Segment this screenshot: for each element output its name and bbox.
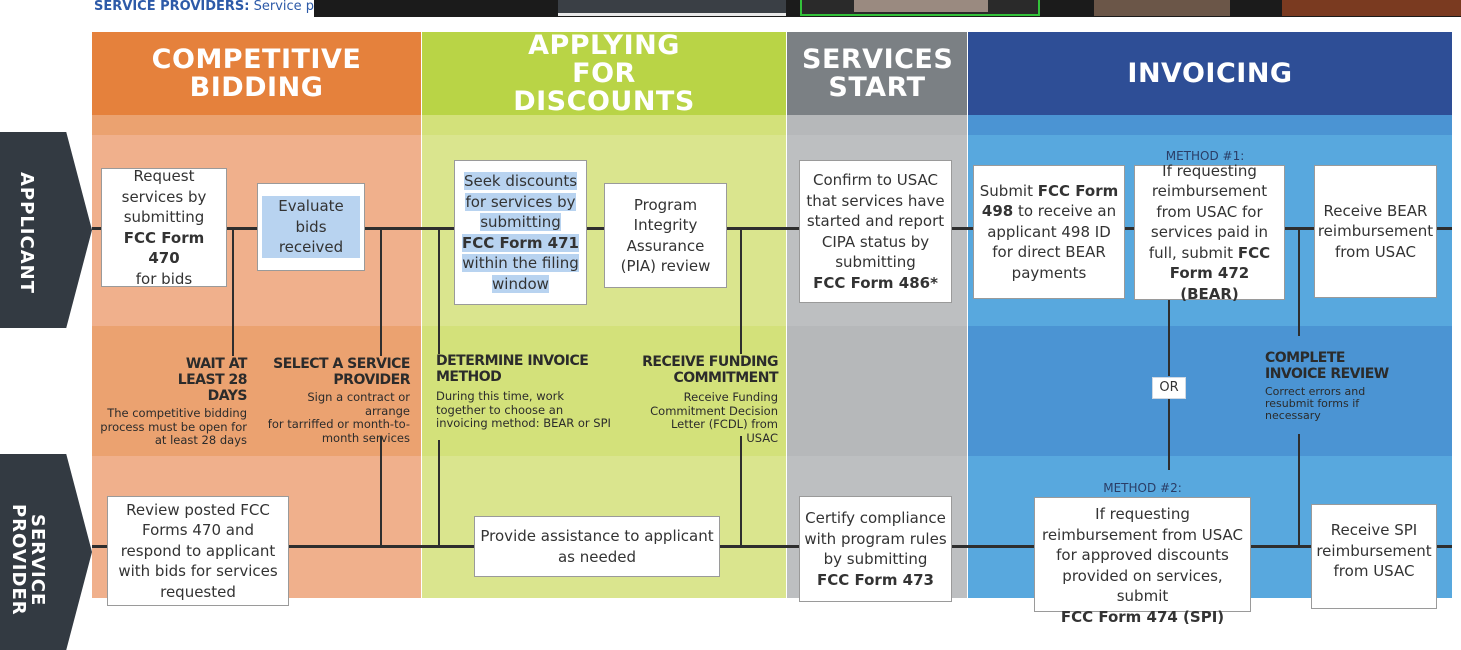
step-complete-review: COMPLETE INVOICE REVIEW Correct errors a… [1265, 350, 1425, 422]
video-tile-participant-2[interactable] [800, 0, 1040, 16]
page-top-label: SERVICE PROVIDERS: Service prov [94, 0, 335, 14]
method-2-label: METHOD #2: [1103, 481, 1182, 495]
receive-bear-box[interactable]: Receive BEAR reimbursement from USAC [1314, 165, 1437, 298]
step-wait-desc: The competitive bidding process must be … [100, 406, 247, 447]
services-middle-lane [787, 326, 967, 456]
step-wait: WAIT AT LEAST 28 DAYS The competitive bi… [100, 356, 247, 448]
header-invoicing: INVOICING [968, 32, 1452, 115]
connector-select-up [380, 228, 382, 356]
header-competitive-bidding: COMPETITIVE BIDDING [92, 32, 421, 115]
step-determine-method: DETERMINE INVOICE METHOD During this tim… [436, 353, 616, 431]
bear-request-box[interactable]: If requesting reimbursement from USAC fo… [1134, 162, 1285, 303]
header-invoicing-label: INVOICING [1127, 57, 1293, 89]
review-forms-text: Review posted FCC Forms 470 and respond … [118, 500, 278, 601]
provider-timeline [92, 545, 1452, 548]
video-tile-participant-1[interactable] [558, 0, 786, 16]
invoicing-middle-lane [968, 326, 1452, 456]
video-tile-participant-4[interactable] [1282, 0, 1461, 16]
or-badge-text: OR [1159, 379, 1179, 395]
top-label-prefix: SERVICE PROVIDERS: [94, 0, 250, 14]
connector-select-down [380, 436, 382, 546]
certify-compliance-box[interactable]: Certify compliance with program rules by… [799, 496, 952, 602]
spi-request-box[interactable]: If requesting reimbursement from USAC fo… [1034, 497, 1251, 626]
competitive-middle-lane [92, 326, 421, 456]
header-applying-for-discounts-label: APPLYING FOR DISCOUNTS [513, 29, 695, 117]
role-label-service-provider: SERVICE PROVIDER [7, 500, 48, 620]
competitive-strip-top [92, 115, 421, 135]
header-services-start-label: SERVICES START [802, 43, 954, 103]
evaluate-bids-box[interactable]: Evaluate bids received [257, 183, 365, 271]
discounts-strip-top [422, 115, 786, 135]
submit-form-498-box[interactable]: Submit FCC Form 498 to receive an applic… [973, 165, 1125, 299]
spi-request-text: If requesting reimbursement from USAC fo… [1041, 505, 1243, 626]
bear-request-text: If requesting reimbursement from USAC fo… [1148, 161, 1271, 303]
connector-wait [232, 228, 234, 356]
step-receive-funding: RECEIVE FUNDING COMMITMENT Receive Fundi… [636, 354, 778, 445]
connector-funding-up [740, 228, 742, 354]
connector-review-down [1298, 434, 1300, 546]
seek-discounts-box[interactable]: Seek discounts for services by submittin… [454, 160, 587, 305]
receive-spi-box[interactable]: Receive SPI reimbursement from USAC [1311, 504, 1437, 609]
connector-determine-down [438, 440, 440, 546]
header-services-start: SERVICES START [787, 32, 967, 115]
step-select-provider-title: SELECT A SERVICE PROVIDER [273, 356, 410, 388]
step-determine-method-title: DETERMINE INVOICE METHOD [436, 353, 589, 385]
header-applying-for-discounts: APPLYING FOR DISCOUNTS [422, 29, 786, 117]
role-tab-applicant [0, 132, 92, 328]
step-receive-funding-desc: Receive Funding Commitment Decision Lett… [650, 390, 778, 445]
video-call-strip[interactable] [314, 0, 1461, 17]
seek-discounts-text: Seek discounts for services by submittin… [462, 172, 579, 293]
receive-bear-text: Receive BEAR reimbursement from USAC [1317, 201, 1434, 261]
or-badge: OR [1152, 377, 1186, 399]
header-competitive-bidding-label: COMPETITIVE BIDDING [151, 43, 362, 103]
discounts-middle-lane [422, 326, 786, 456]
provide-assistance-text: Provide assistance to applicant as neede… [480, 527, 714, 566]
provide-assistance-box[interactable]: Provide assistance to applicant as neede… [474, 516, 720, 577]
role-label-service-provider-text: SERVICE PROVIDER [8, 504, 48, 616]
connector-funding-down [740, 436, 742, 546]
review-forms-box[interactable]: Review posted FCC Forms 470 and respond … [107, 496, 289, 606]
confirm-services-text: Confirm to USAC that services have start… [806, 171, 945, 292]
pia-review-box[interactable]: Program Integrity Assurance (PIA) review [604, 183, 727, 288]
connector-review-up [1298, 228, 1300, 336]
video-tile-participant-3[interactable] [1094, 0, 1230, 16]
receive-spi-text: Receive SPI reimbursement from USAC [1316, 521, 1432, 580]
invoicing-strip-top [968, 115, 1452, 135]
step-receive-funding-title: RECEIVE FUNDING COMMITMENT [642, 354, 778, 386]
confirm-services-box[interactable]: Confirm to USAC that services have start… [799, 160, 952, 303]
connector-determine-up [438, 228, 440, 354]
connector-method2-up [1168, 398, 1170, 470]
step-select-provider: SELECT A SERVICE PROVIDER Sign a contrac… [262, 356, 411, 445]
step-wait-title: WAIT AT LEAST 28 DAYS [177, 356, 248, 404]
connector-method1-down [1168, 296, 1170, 376]
role-label-applicant: APPLICANT [16, 172, 37, 294]
pia-review-text: Program Integrity Assurance (PIA) review [620, 195, 711, 276]
submit-form-498-text: Submit FCC Form 498 to receive an applic… [979, 181, 1119, 282]
certify-compliance-text: Certify compliance with program rules by… [804, 509, 947, 589]
step-complete-review-title: COMPLETE INVOICE REVIEW [1265, 350, 1389, 382]
applicant-timeline [92, 227, 1452, 230]
method-1-label: METHOD #1: [1165, 149, 1245, 163]
step-determine-method-desc: During this time, work together to choos… [436, 389, 611, 430]
evaluate-bids-text: Evaluate bids received [262, 196, 360, 258]
step-complete-review-desc: Correct errors and resubmit forms if nec… [1265, 385, 1366, 422]
services-strip-top [787, 115, 967, 135]
